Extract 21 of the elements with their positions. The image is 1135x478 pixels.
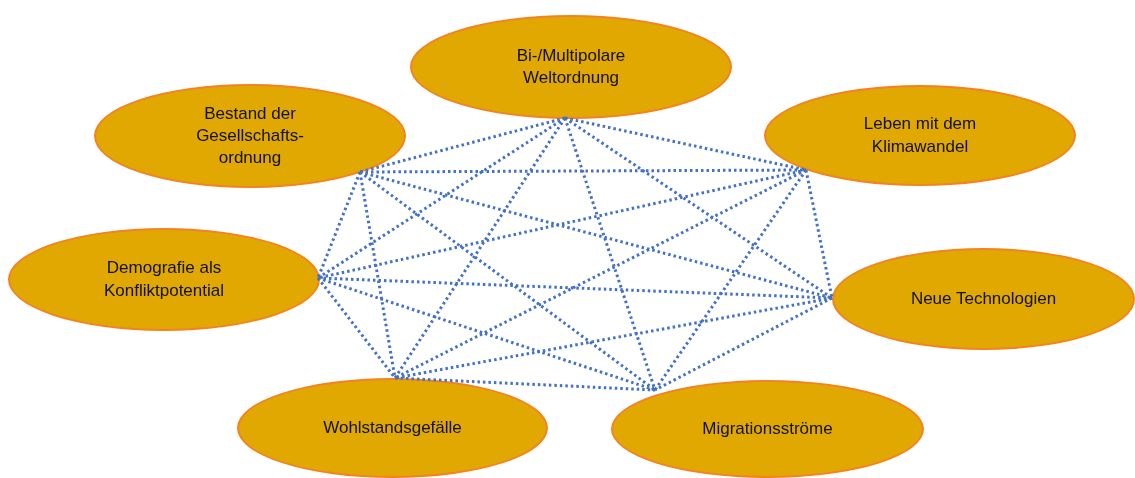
dotted-connector [564,116,807,172]
dotted-connector [654,296,833,392]
dotted-connector [394,296,833,380]
dotted-connector [653,169,808,391]
topic-label: Neue Technologien [910,287,1057,310]
dotted-connector [316,277,397,379]
dotted-connector [316,171,362,279]
topic-label: Wohlstandsgefälle [323,416,462,439]
dotted-connector [393,117,567,379]
topic-label: Leben mit dem Klimawandel [862,113,978,158]
dotted-connector [394,376,656,392]
dotted-connector [317,276,656,392]
dotted-connector [317,168,807,280]
topic-label: Bestand der Gesellschafts- ordnung [195,102,305,170]
dotted-connector [394,168,807,380]
dotted-connector [359,170,656,392]
topic-label: Demografie als Konfliktpotential [103,257,225,302]
topic-label: Bi-/Multipolare Weltordnung [515,44,627,89]
dotted-connector [804,169,834,299]
topic-label: Migrationsströme [702,417,833,440]
dotted-connector [359,116,566,174]
